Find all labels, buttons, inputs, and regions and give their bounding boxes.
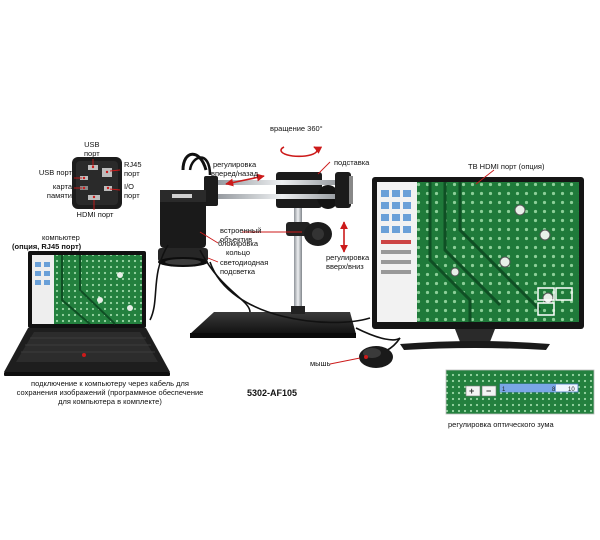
zoom-slider-fill [500, 384, 556, 392]
camera-head [158, 152, 212, 267]
builtin-lens-label: встроенный объектив [220, 226, 262, 244]
up-down-label: регулировка вверх/вниз [326, 253, 370, 271]
memory-card-label: карта памяти [46, 182, 72, 200]
pc-connect-label: подключение к компьютеру через кабель дл… [16, 379, 204, 406]
rotation-label: вращение 360° [270, 124, 323, 133]
microscope-stand [190, 172, 356, 338]
mouse [359, 346, 393, 368]
leader-lines [74, 159, 495, 365]
svg-text:+: + [469, 386, 474, 396]
port-panel [72, 157, 122, 209]
tv-hdmi-label: ТВ HDMI порт (опция) [468, 162, 545, 171]
zoom-out-button [481, 385, 497, 397]
laptop [4, 251, 170, 376]
usb-port-top-label: USB порт [84, 140, 100, 158]
led-light-label: светодиодная подсветка [220, 258, 269, 276]
rj45-label: RJ45 порт [124, 160, 142, 178]
lock-ring-label: блокировка кольцо [218, 239, 259, 257]
zoom-adjust-label: регулировка оптического зума [448, 420, 554, 429]
computer-label-line1: компьютер [42, 233, 80, 242]
usb-port-left-label: USB порт [38, 168, 72, 177]
zoom-min-label: 1 [502, 387, 506, 393]
zoom-inset: + − 1 8 10 [445, 369, 595, 415]
computer-label-line2: (опция, RJ45 порт) [12, 242, 82, 251]
io-port-label: I/O порт [124, 182, 140, 200]
monitor [372, 177, 584, 350]
stand-label: подставка [334, 158, 370, 167]
mouse-label: мышь [310, 359, 331, 368]
zoom-in-button [465, 385, 481, 397]
zoom-marker-label: 8 [552, 387, 556, 393]
svg-text:−: − [486, 386, 491, 396]
cables [149, 244, 401, 354]
hdmi-port-label: HDMI порт [76, 210, 114, 219]
adjust-arrows [225, 146, 348, 253]
zoom-max-label: 10 [568, 387, 575, 393]
model-number: 5302-AF105 [247, 388, 298, 398]
fwd-back-label: регулировка вперед/назад [211, 160, 259, 178]
